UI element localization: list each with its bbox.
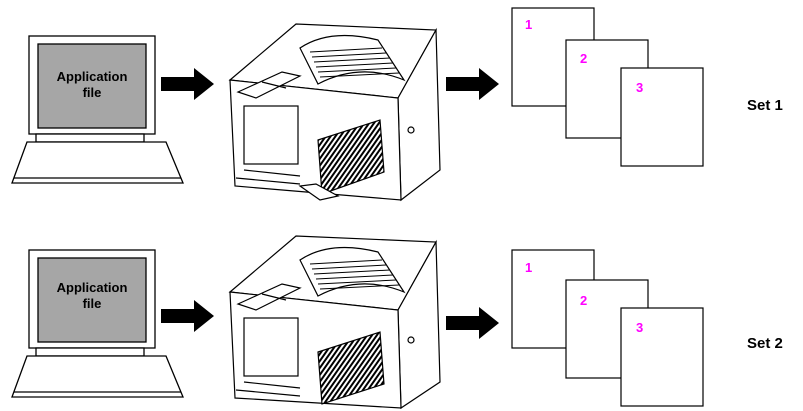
- page-3: [620, 307, 704, 407]
- screen-text-line2: file: [83, 85, 102, 100]
- paper-stack-icon: 1 2 3: [511, 249, 704, 407]
- computer-icon: Application file: [11, 35, 184, 184]
- arrow-right-icon: [161, 68, 214, 100]
- row-set-2: Application file: [11, 235, 704, 410]
- printer-icon: [228, 23, 441, 202]
- set-label-2: Set 2: [747, 335, 783, 352]
- set-label-1: Set 1: [747, 97, 783, 114]
- page-number-2: 2: [580, 51, 587, 66]
- arrow-right-icon: [161, 300, 214, 332]
- computer-icon: Application file: [11, 249, 184, 398]
- screen-text-line1: Application: [57, 69, 128, 84]
- screen-text-line1: Application: [57, 280, 128, 295]
- arrow-right-icon: [446, 307, 499, 339]
- page-number-2: 2: [580, 293, 587, 308]
- page-number-1: 1: [525, 260, 532, 275]
- screen: [37, 43, 147, 129]
- printer-icon: [228, 235, 441, 410]
- page-3: [620, 67, 704, 167]
- page-number-3: 3: [636, 320, 643, 335]
- page-number-3: 3: [636, 80, 643, 95]
- page-number-1: 1: [525, 17, 532, 32]
- screen: [37, 257, 147, 343]
- screen-text-line2: file: [83, 296, 102, 311]
- paper-stack-icon: 1 2 3: [511, 7, 704, 167]
- row-set-1: Application file: [11, 7, 704, 202]
- arrow-right-icon: [446, 68, 499, 100]
